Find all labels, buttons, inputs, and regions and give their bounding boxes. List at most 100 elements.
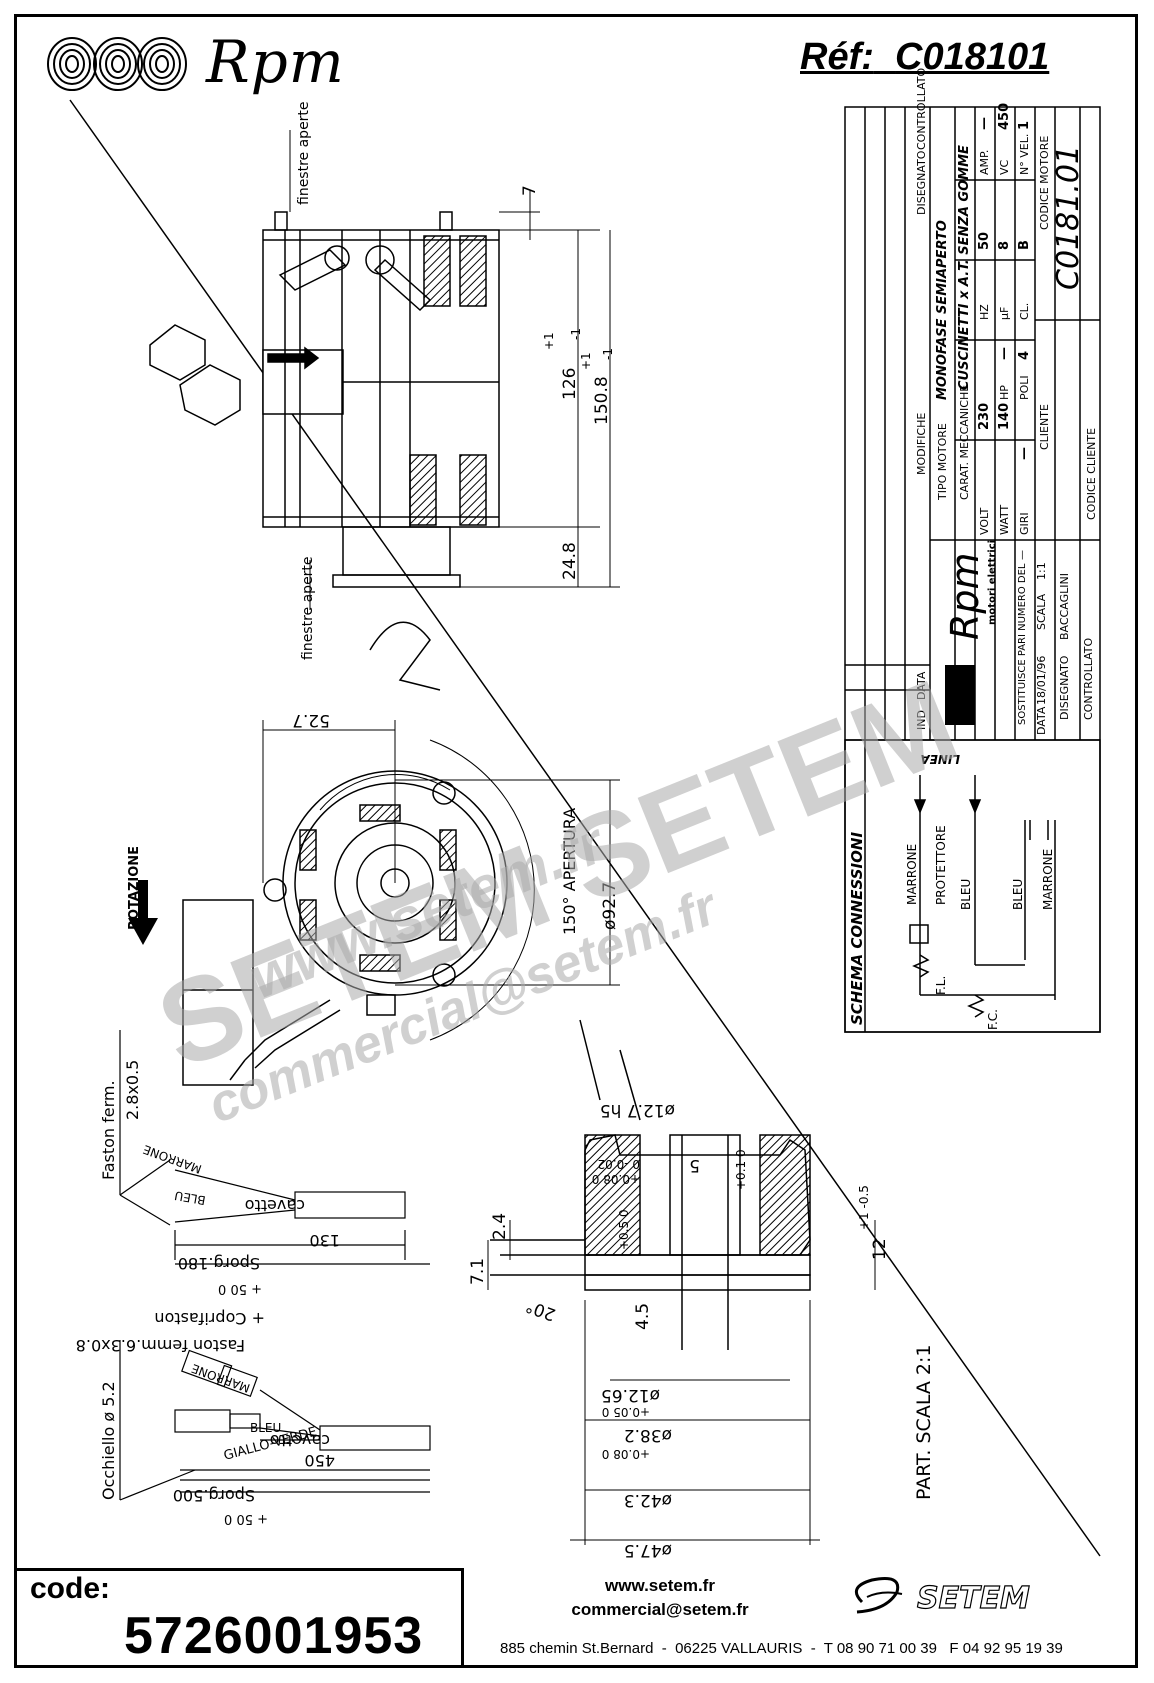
apertura-label: 150° APERTURA <box>560 808 579 935</box>
amp-label: AMP. <box>978 150 991 175</box>
marrone-lower-label: MARRONE <box>190 1361 252 1395</box>
dim-130: 130 <box>309 1231 340 1250</box>
codice-cliente-label: CODICE CLIENTE <box>1085 428 1098 520</box>
dim-127: ø12.7 h5 <box>600 1100 675 1120</box>
dim-150-tol-sup: +1 <box>579 352 593 370</box>
dim-5-tol2: +0.08 0 <box>592 1172 640 1186</box>
bleu-schema-1: BLEU <box>959 879 973 910</box>
company-name: Rpm <box>943 552 987 640</box>
sostituisce-label: SOSTITUISCE PARI NUMERO DEL <box>1017 563 1028 725</box>
sporg-500-tol: + 50 0 <box>224 1511 268 1526</box>
dim-24b: 2.4 <box>490 1213 510 1240</box>
data-row-label: DATA <box>1035 706 1048 735</box>
dim-71: 7.1 <box>468 1258 488 1285</box>
modifiche: MODIFICHE <box>915 413 928 475</box>
dim-150: 150.8 <box>592 376 612 425</box>
marrone-label: MARRONE <box>141 1142 203 1176</box>
dim-7: 7 <box>520 185 540 196</box>
reference: Réf: C018101 <box>800 36 1050 78</box>
schema-text: SCHEMA CONNESSIONI LINEA MARRONE PROTETT… <box>848 752 1055 1030</box>
dim-5-tol: 0 -0.02 <box>598 1157 641 1171</box>
diagonal-line <box>69 99 1101 1557</box>
front-dimensions <box>262 720 620 1041</box>
title-block-text: MODIFICHE TIPO MOTORE MONOFASE SEMIAPERT… <box>915 68 1098 735</box>
faston-ferm-label: Faston ferm. <box>99 1080 118 1180</box>
giri-value: — <box>1017 447 1032 460</box>
giri-label: GIRI <box>1018 512 1031 535</box>
shaft-dimensions <box>487 1220 876 1545</box>
sporg-500: Sporg.500 <box>173 1486 255 1505</box>
schema-title: SCHEMA CONNESSIONI <box>848 832 866 1025</box>
volt-label: VOLT <box>978 507 991 535</box>
hz-label: HZ <box>978 304 991 320</box>
handwritten-marks <box>149 324 641 1121</box>
side-dimension-labels: 7 126 +1 -1 150.8 +1 -1 24.8 finestre ap… <box>296 101 615 660</box>
finestre-aperte-bottom: finestre aperte <box>300 556 316 660</box>
faston-63-label: Faston femm.6.3x0.8 <box>76 1336 245 1355</box>
title-block <box>844 106 1101 1033</box>
occhiello-label: Occhiello ø 5.2 <box>99 1381 118 1500</box>
hp-value: — <box>997 347 1012 360</box>
dim-126-tol-sup: +1 <box>542 332 556 350</box>
motor-side-view <box>262 211 500 588</box>
cliente-label: CLIENTE <box>1038 404 1051 450</box>
cavetto-label: cavetto <box>245 1196 305 1215</box>
cable-lower-labels: Occhiello ø 5.2 Faston femm.6.3x0.8 + Co… <box>76 1309 335 1526</box>
part-scala: PART. SCALA 2:1 <box>913 1345 935 1500</box>
uf-label: µF <box>998 307 1011 320</box>
scala-label: SCALA <box>1035 593 1048 630</box>
linea-label: LINEA <box>920 752 960 766</box>
side-dimensions <box>289 130 620 610</box>
uf-value: 8 <box>997 241 1012 250</box>
tipo-motore-label: TIPO MOTORE <box>936 423 949 501</box>
codice-motore-value: C0181.01 <box>1051 145 1086 290</box>
scala-value: 1:1 <box>1035 562 1048 580</box>
rotation-indicator: ROTAZIONE <box>127 846 254 1086</box>
faston-size-label: 2.8x0.5 <box>123 1060 142 1120</box>
dim-24: 24.8 <box>560 542 580 580</box>
finestre-aperte-top: finestre aperte <box>296 101 312 205</box>
sporg-180-tol: + 50 0 <box>218 1281 262 1296</box>
dim-92: ø92.7 <box>600 882 620 930</box>
data-label: DATA <box>915 671 928 700</box>
dim-12: 12 <box>870 1238 890 1260</box>
code-value: 5726001953 <box>124 1607 424 1665</box>
bleu-lower-label: BLEU <box>250 1421 281 1435</box>
company-sub: motori elettrici <box>987 540 998 625</box>
marrone-schema-2: MARRONE <box>1041 849 1055 910</box>
footer-web-link[interactable]: www.setem.fr <box>605 1576 715 1595</box>
controllato-row-label: CONTROLLATO <box>1082 638 1095 720</box>
dim-1265-tol: +0.05 0 <box>602 1405 650 1419</box>
dim-45: 4.5 <box>633 1303 653 1330</box>
code-box <box>14 1568 464 1668</box>
disegnato-name-label: DISEGNATO <box>1058 655 1071 720</box>
dim-382-tol: +0.08 0 <box>602 1447 650 1461</box>
cable-lower <box>119 1340 431 1501</box>
footer-address: 885 chemin St.Bernard - 06225 VALLAURIS … <box>500 1640 1063 1657</box>
disegnato-name-value: BACCAGLINI <box>1058 573 1071 640</box>
shaft-labels: ø12.7 h5 5 0 -0.02 +0.08 0 +0.1 0 2.4 7.… <box>468 1100 935 1560</box>
copri-label: + Coprifaston <box>154 1309 265 1328</box>
nvel-label: N° VEL. <box>1018 134 1031 175</box>
carat-label: CARAT. MECCANICHE <box>958 385 971 500</box>
marrone-schema: MARRONE <box>905 844 919 905</box>
dim-126-tol-inf: -1 <box>569 328 583 340</box>
motor-front-view <box>229 770 508 1081</box>
dim-450: 450 <box>304 1451 335 1470</box>
brand-name: Rpm <box>206 28 345 96</box>
dim-20: 20° <box>523 1295 558 1324</box>
cavetto-lower-label: cavetto <box>270 1431 330 1450</box>
hz-value: 50 <box>977 232 992 250</box>
sporg-180: Sporg.180 <box>178 1254 260 1273</box>
fl-label: F.L. <box>934 976 948 995</box>
dim-382: ø38.2 <box>624 1425 672 1445</box>
footer-email-link[interactable]: commercial@setem.fr <box>571 1600 749 1619</box>
tipo-motore-value: MONOFASE SEMIAPERTO <box>935 220 950 400</box>
vc-value: 450 <box>997 103 1012 130</box>
cable-upper <box>119 1030 430 1265</box>
watt-value: 140 <box>997 403 1012 430</box>
vc-label: VC <box>998 159 1011 175</box>
watt-label: WATT <box>998 505 1011 535</box>
dim-1265: ø12.65 <box>601 1385 660 1405</box>
